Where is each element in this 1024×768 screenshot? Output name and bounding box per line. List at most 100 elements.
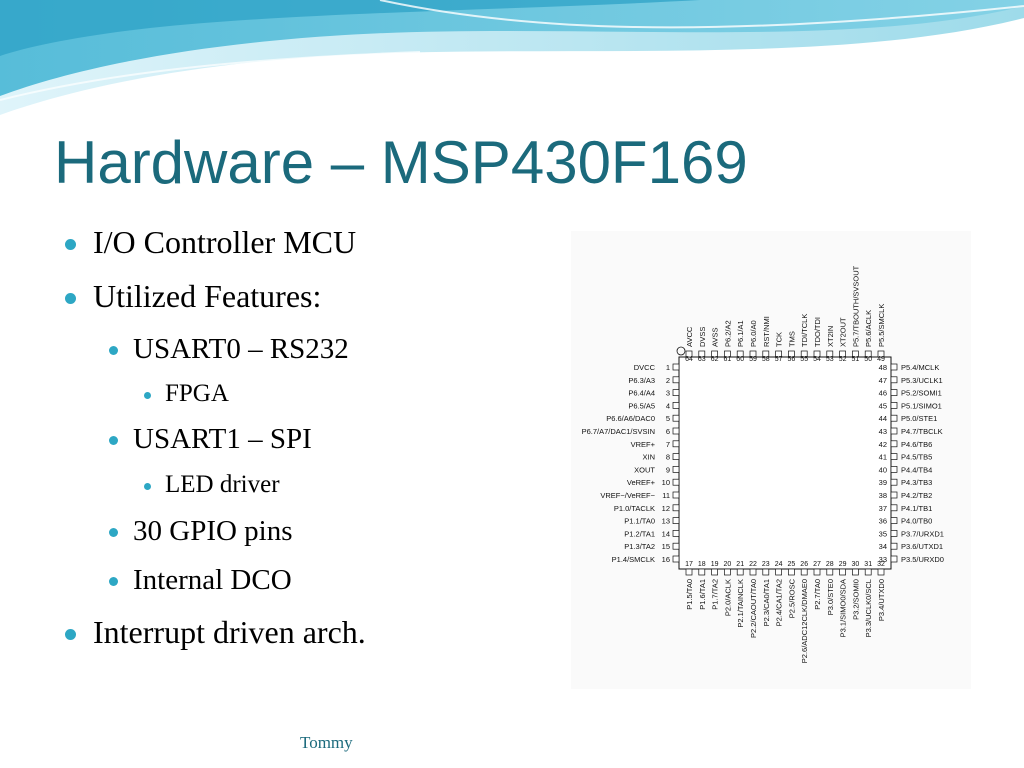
pin-number: 15 [662, 542, 670, 551]
pin-label: P6.5/A5 [628, 401, 655, 410]
pin-label: AVSS [711, 328, 720, 347]
pin-pad [890, 491, 898, 499]
pin-number: 57 [775, 356, 783, 363]
pin-number: 56 [788, 356, 796, 363]
pin-label: VeREF+ [627, 478, 656, 487]
bullet-text: Utilized Features: [93, 278, 322, 314]
pin-pad [736, 350, 744, 358]
pin-pad [852, 350, 859, 358]
pin-pad [864, 350, 872, 358]
pin-label: P2.0/ACLK [723, 579, 732, 616]
pin-number: 55 [800, 356, 808, 363]
pin-label: P2.3/CA0/TA1 [762, 579, 771, 626]
pin-pad [890, 440, 898, 448]
pin-pad [685, 350, 693, 358]
pin-number: 52 [839, 356, 847, 363]
pin-number: 33 [879, 555, 887, 564]
pin-label: P2.2/CAOUT/TA0 [749, 579, 758, 638]
pin-number: 63 [698, 356, 706, 363]
pin-pad [864, 568, 872, 576]
pin-number: 13 [662, 517, 670, 526]
slide-title: Hardware – MSP430F169 [54, 129, 748, 196]
bullet-dot-icon [109, 436, 118, 445]
pin-pad [890, 453, 898, 460]
pin-label: TMS [787, 331, 796, 347]
pin-label: P1.7/TA2 [711, 579, 720, 610]
slide-footer: Tommy [300, 733, 353, 752]
pin-number: 47 [879, 376, 887, 385]
pin-number: 35 [879, 529, 887, 538]
pin-pad [672, 389, 680, 396]
pin-pad [672, 453, 680, 460]
pin-number: 29 [839, 561, 847, 568]
pin-number: 44 [879, 414, 887, 423]
pin-label: P3.7/URXD1 [901, 529, 944, 538]
pin-number: 58 [762, 356, 770, 363]
pin-pad [672, 491, 680, 499]
pin-label: VREF+ [631, 440, 656, 449]
pin-pad [890, 427, 898, 435]
pin-pad [672, 504, 680, 512]
pin-pad [672, 363, 680, 371]
pin-label: DVSS [698, 327, 707, 347]
pin-number: 17 [685, 561, 693, 568]
pin-number: 46 [879, 389, 887, 398]
pin-label: P6.2/A2 [723, 320, 732, 347]
pin-number: 62 [711, 356, 719, 363]
pin-label: P6.3/A3 [628, 376, 655, 385]
pin-pad [890, 363, 898, 371]
pin-number: 60 [736, 356, 744, 363]
bullet-item: Interrupt driven arch. [65, 614, 366, 651]
pin-label: P1.5/TA0 [685, 579, 694, 610]
pin-pad [890, 414, 898, 422]
pin-label: DVCC [634, 363, 656, 372]
pin-number: 28 [826, 561, 834, 568]
bullet-text: USART1 – SPI [133, 423, 312, 455]
pin1-marker-icon [676, 346, 686, 356]
pin-pad [698, 350, 706, 358]
bullet-item: I/O Controller MCU [65, 224, 356, 261]
pin-label: P1.6/TA1 [698, 579, 707, 610]
bullet-dot-icon [65, 239, 76, 250]
pin-label: TCK [775, 332, 784, 347]
pin-label: P5.5/SMCLK [877, 304, 886, 347]
pin-number: 5 [666, 414, 670, 423]
pin-label: P1.3/TA2 [624, 542, 655, 551]
bullet-dot-icon [65, 629, 76, 640]
pin-number: 9 [666, 465, 670, 474]
pin-number: 30 [852, 561, 860, 568]
pin-pad [672, 555, 680, 563]
pin-number: 43 [879, 427, 887, 436]
pin-number: 1 [666, 363, 670, 372]
pin-number: 10 [662, 478, 670, 487]
pin-label: P5.7/TBOUTH/SVSOUT [851, 265, 860, 347]
pin-label: TDO/TDI [813, 317, 822, 347]
pin-label: P4.5/TB5 [901, 453, 932, 462]
pin-number: 61 [724, 356, 732, 363]
pin-label: P4.1/TB1 [901, 504, 932, 513]
bullet-text: FPGA [165, 380, 229, 407]
pin-label: P3.2/SOMI0 [851, 579, 860, 620]
bullet-dot-icon [144, 483, 151, 490]
pin-label: P5.4/MCLK [901, 363, 939, 372]
pin-pad [736, 568, 744, 576]
pin-pad [724, 568, 731, 576]
pin-number: 53 [826, 356, 834, 363]
pin-number: 48 [879, 363, 887, 372]
pin-pad [672, 542, 680, 550]
pin-label: VREF−/VeREF− [600, 491, 655, 500]
pin-pad [839, 350, 846, 358]
pin-pad [890, 402, 898, 409]
pin-label: P4.6/TB6 [901, 440, 932, 449]
bullet-text: Internal DCO [133, 564, 292, 596]
pin-number: 31 [864, 561, 872, 568]
pin-number: 2 [666, 376, 670, 385]
pin-label: P3.4/UTXD0 [877, 579, 886, 621]
pin-pad [877, 350, 885, 358]
chip-body [678, 356, 892, 570]
pin-pad [890, 555, 898, 563]
pin-label: XIN [642, 453, 655, 462]
pin-label: P2.7/TA0 [813, 579, 822, 610]
pin-number: 21 [736, 561, 744, 568]
pin-number: 42 [879, 440, 887, 449]
